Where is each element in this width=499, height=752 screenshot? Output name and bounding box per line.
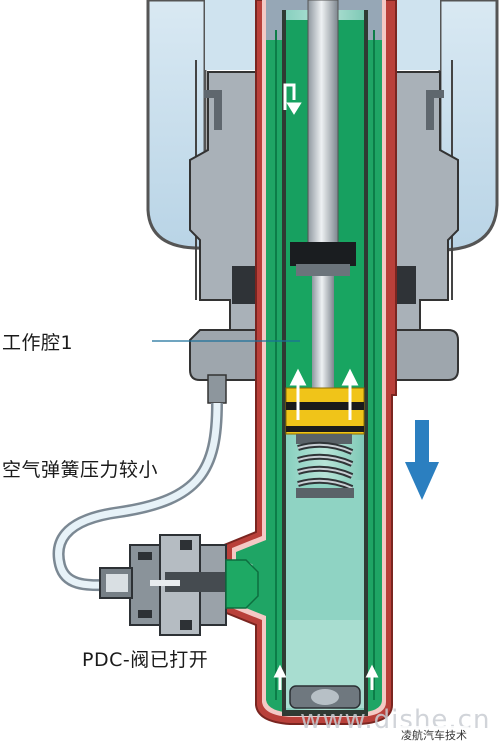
watermark-badge: 凌航汽车技术	[398, 726, 470, 744]
compression-direction-arrow	[405, 420, 439, 500]
flow-arrows	[273, 83, 379, 690]
label-air-spring-pressure: 空气弹簧压力较小	[2, 459, 159, 481]
pdc-valve	[99, 534, 259, 636]
label-working-chamber-1: 工作腔1	[2, 332, 74, 354]
air-line-pipe	[52, 374, 227, 592]
upper-mount	[189, 71, 459, 381]
piston-rod	[290, 0, 356, 396]
label-pdc-valve-open: PDC-阀已打开	[82, 649, 209, 671]
bottom-valve	[289, 685, 361, 709]
